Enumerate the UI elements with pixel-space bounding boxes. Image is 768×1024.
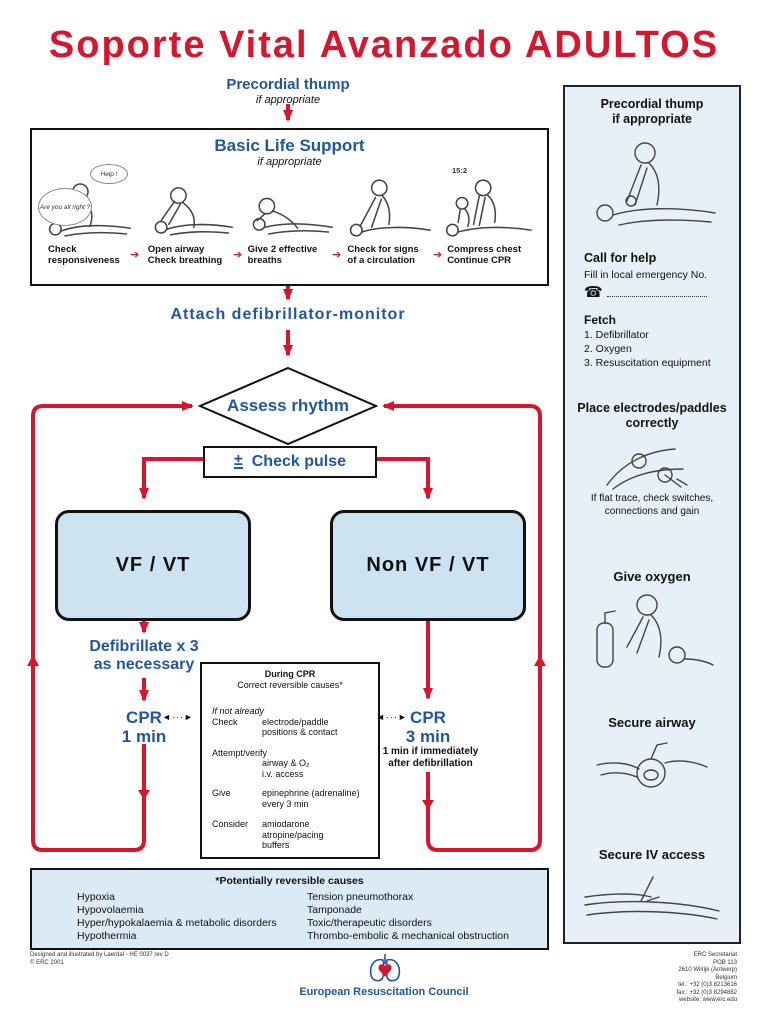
illustration-electrode-placement xyxy=(606,448,688,490)
non-vf-vt-box: Non VF / VT xyxy=(330,510,526,621)
secure-airway-title: Secure airway xyxy=(608,715,696,730)
caption-arrow-icon: ➔ xyxy=(433,249,443,261)
dotted-link-arrow-icon: ◄···► xyxy=(162,712,194,722)
vf-vt-box: VF / VT xyxy=(55,510,251,621)
check-pulse-label: Check pulse xyxy=(251,453,347,470)
during-cpr-give-row: Give epinephrine (adrenaline)every 3 min xyxy=(212,788,360,809)
attach-defibrillator-label: Attach defibrillator-monitor xyxy=(170,306,406,323)
footer-credit: Designed and illustrated by Laerdal - HE… xyxy=(30,952,169,966)
illustration-secure-iv-access xyxy=(584,876,720,920)
during-cpr-subtitle: Correct reversible causes* xyxy=(237,679,343,690)
erc-org-name: European Resuscitation Council xyxy=(299,986,469,998)
secure-iv-access-title: Secure IV access xyxy=(598,847,706,862)
illustration-secure-airway xyxy=(596,742,708,788)
during-cpr-intro: If not already xyxy=(212,706,265,716)
illustration-give-breaths xyxy=(252,197,333,235)
reversible-causes-title: *Potentially reversible causes xyxy=(215,875,364,887)
bls-note: if appropriate xyxy=(257,156,322,168)
footer-address: ERC Secretariat POB 113 2610 Wilrijk (An… xyxy=(676,952,737,1003)
emergency-number-dotted-line xyxy=(606,284,707,297)
precordial-thump-note: if appropriate xyxy=(255,94,321,106)
give-oxygen-title: Give oxygen xyxy=(613,569,691,584)
reversible-causes-right-list: Tension pneumothorax Tamponade Toxic/the… xyxy=(307,891,509,942)
caption-arrow-icon: ➔ xyxy=(332,249,342,261)
illustration-give-oxygen xyxy=(596,594,714,668)
speech-bubble-are-you-all-right: Are you all right ? xyxy=(38,188,92,226)
bls-title: Basic Life Support xyxy=(214,136,365,155)
fetch-list: 1. Defibrillator 2. Oxygen 3. Resuscitat… xyxy=(584,329,711,369)
page-title: Soporte Vital Avanzado ADULTOS xyxy=(48,24,720,66)
dotted-link-arrow-icon: ◄···► xyxy=(376,712,408,722)
reversible-causes-box: *Potentially reversible causes Hypoxia H… xyxy=(30,868,549,950)
flat-trace-note: If flat trace, check switches,connection… xyxy=(590,493,714,517)
fetch-title: Fetch xyxy=(584,313,617,327)
reversible-causes-left-list: Hypoxia Hypovolaemia Hyper/hypokalaemia … xyxy=(77,891,277,942)
precordial-thump-label: Precordial thump xyxy=(226,76,350,93)
during-cpr-title: During CPR xyxy=(264,669,316,679)
caption-arrow-icon: ➔ xyxy=(130,249,140,261)
call-for-help-note: Fill in local emergency No. xyxy=(584,269,708,281)
illustration-open-airway xyxy=(154,187,233,236)
emergency-number-row: ☎ xyxy=(584,283,707,302)
speech-bubble-help: Help ! xyxy=(90,164,128,184)
call-for-help-title: Call for help xyxy=(584,251,657,265)
assess-rhythm-label: Assess rhythm xyxy=(227,396,349,415)
compression-ratio-label: 15:2 xyxy=(452,166,468,175)
erc-logo-icon xyxy=(369,954,401,982)
phone-icon: ☎ xyxy=(584,284,603,301)
during-cpr-box: During CPR Correct reversible causes* If… xyxy=(200,662,380,859)
illustration-compress-chest xyxy=(446,179,533,237)
plus-minus-symbol: ± xyxy=(233,452,243,469)
illustration-check-circulation xyxy=(350,179,432,237)
illustration-precordial-thump xyxy=(596,142,716,226)
caption-arrow-icon: ➔ xyxy=(233,249,243,261)
check-pulse-box: ± Check pulse xyxy=(203,446,377,478)
